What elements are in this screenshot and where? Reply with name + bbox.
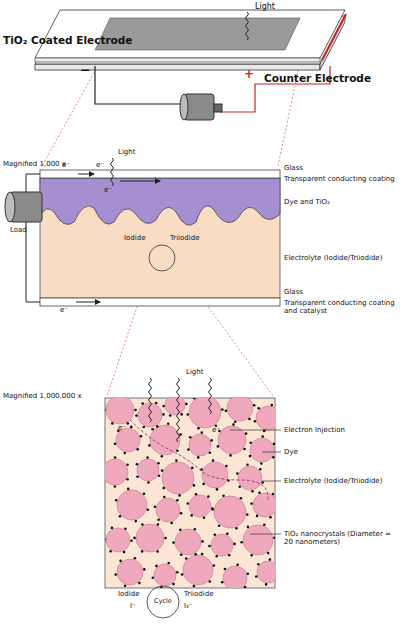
layer-label: Electrolyte (Iodide/Triiodide) (284, 254, 382, 262)
light-ray (149, 378, 152, 422)
part-label: Dye (284, 448, 298, 456)
terminal-sign: + (244, 68, 254, 82)
layer-label: Transparent conducting coating (284, 175, 395, 183)
load-label: Load (10, 226, 27, 234)
cell-cross-section (40, 170, 280, 306)
electrode-label: Counter Electrode (264, 72, 371, 84)
layer-label: Glass (284, 164, 303, 172)
layer-label: Transparent conducting coating and catal… (284, 299, 396, 315)
nano-frame (105, 398, 275, 588)
cycle-circle (147, 586, 179, 618)
load-symbol (5, 192, 42, 222)
electron-label: e⁻ (118, 424, 126, 432)
terminal-sign: − (80, 64, 90, 78)
layer-label: Glass (284, 288, 303, 296)
electron-label: e⁻ (104, 186, 112, 194)
ion-symbol: I₃⁻ (184, 602, 193, 610)
light-rays (111, 12, 249, 442)
electrode-label: TiO₂ Coated Electrode (3, 34, 132, 46)
ion-label: Iodide (124, 234, 146, 242)
load-wires (26, 174, 160, 302)
light-label: Light (186, 368, 203, 376)
load-symbol (180, 94, 222, 120)
ion-label: Triiodide (170, 234, 199, 242)
layer-label: Dye and TiO₂ (284, 198, 330, 206)
part-label: Electrolyte (Iodide/Triiodide) (284, 477, 382, 485)
light-ray (246, 12, 249, 40)
light-label: Light (255, 2, 275, 11)
part-label: TiO₂ nanocrystals (Diameter ≈ 20 nanomet… (284, 530, 396, 546)
light-ray (111, 158, 114, 186)
electron-label: e⁻ (62, 161, 70, 169)
ion-label: Iodide (118, 590, 140, 598)
part-label: Electron Injection (284, 426, 345, 434)
magnification-label: Magnified 1,000,000 x (3, 392, 82, 400)
leader-lines (230, 430, 281, 534)
electron-label: e⁻ (60, 306, 68, 314)
cycle-label: Cycle (152, 598, 174, 605)
light-label: Light (118, 148, 135, 156)
ion-label: Triiodide (184, 590, 213, 598)
magnification-label: Magnified 1,000 x (3, 160, 66, 168)
light-ray (209, 378, 212, 414)
light-ray (177, 378, 180, 442)
electron-label: e⁻ (96, 161, 104, 169)
ion-symbol: I⁻ (130, 602, 136, 610)
nanocrystals (105, 398, 275, 588)
electron-path (130, 420, 268, 500)
electron-label: e⁻ (212, 426, 220, 434)
